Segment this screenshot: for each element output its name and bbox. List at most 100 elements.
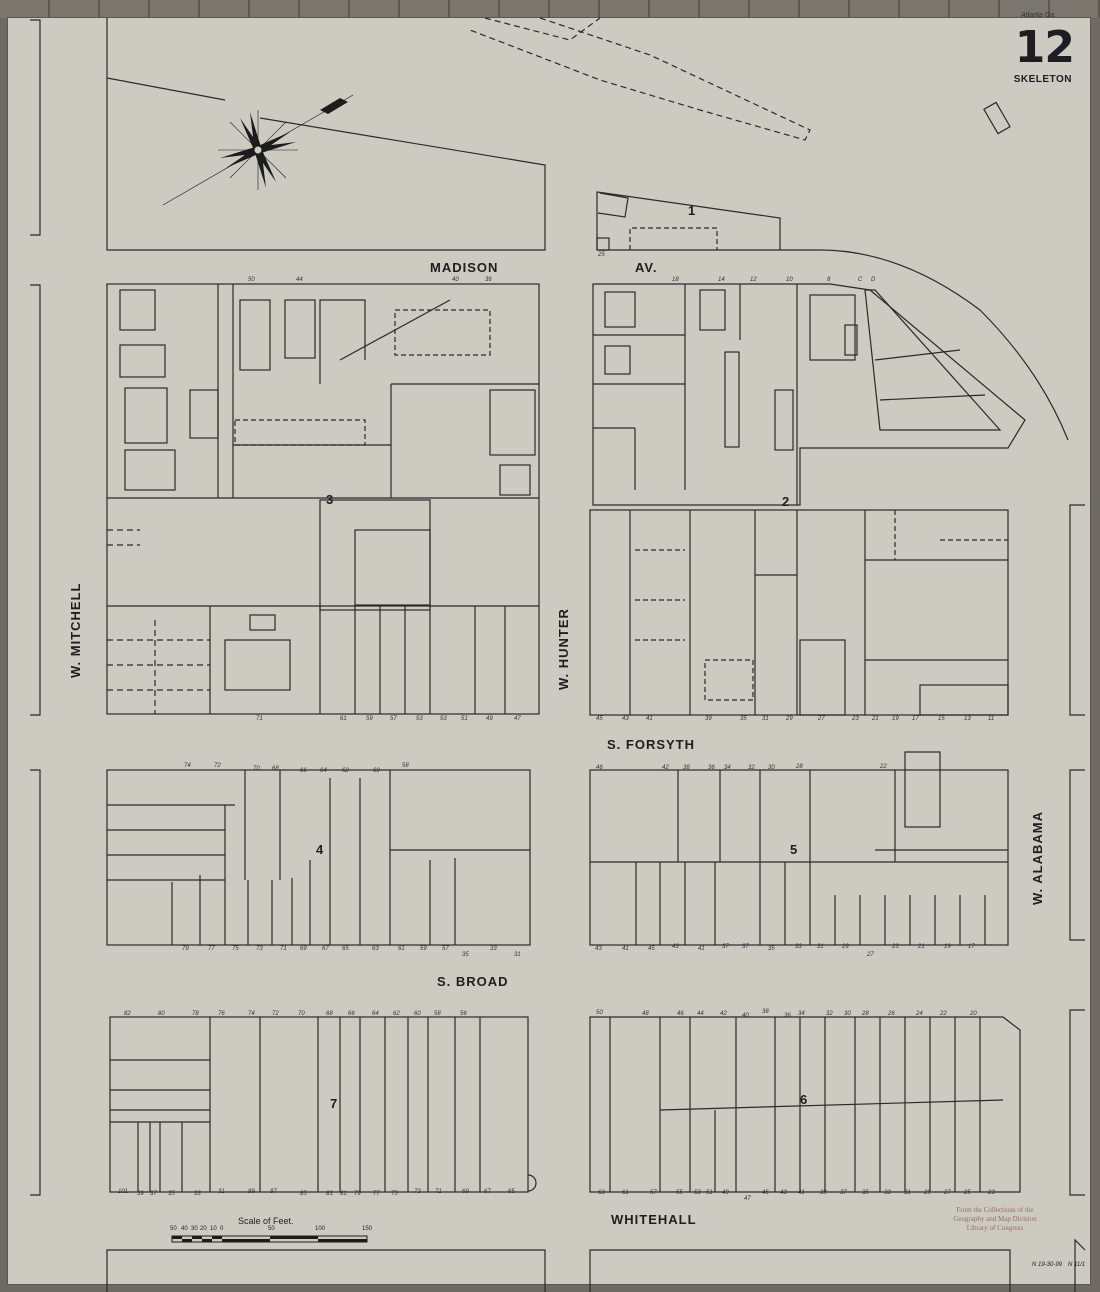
lot-number: 71 (435, 1189, 442, 1195)
lot-number: 87 (270, 1189, 277, 1195)
lot-number: 58 (402, 763, 409, 769)
lot-number: 55 (676, 1190, 683, 1196)
lot-number: 45 (596, 716, 603, 722)
lot-number: 43 (672, 944, 679, 950)
lot-number: 60 (414, 1011, 421, 1017)
scale-tick: 40 (181, 1226, 188, 1232)
street-w-mitchell: W. MITCHELL (68, 582, 83, 679)
lot-number: 17 (968, 944, 975, 950)
lot-number: 23 (988, 1190, 995, 1196)
lot-number: 37 (742, 944, 749, 950)
lot-number: 11 (988, 716, 995, 722)
block-number-7: 7 (330, 1096, 338, 1111)
street-s-broad: S. BROAD (437, 974, 509, 989)
lot-number: 62 (393, 1011, 400, 1017)
corner-note-right: N 11/1 (1068, 1262, 1086, 1268)
lot-number: 67 (484, 1189, 491, 1195)
lot-number: 34 (724, 765, 731, 771)
lot-number: 35 (768, 946, 775, 952)
lot-number: 44 (296, 277, 303, 283)
lot-number: 51 (706, 1190, 713, 1196)
lot-number: 81 (340, 1191, 347, 1197)
lot-number: 65 (508, 1189, 515, 1195)
lot-number: 41 (698, 946, 705, 952)
lot-number: 75 (232, 946, 239, 952)
lot-number: 37 (150, 1191, 157, 1197)
compass-rose-icon (162, 94, 354, 206)
backing-board (0, 0, 1100, 18)
scale-tick: 10 (210, 1226, 217, 1232)
lot-number: 19 (892, 716, 899, 722)
lot-number: 33 (795, 944, 802, 950)
lot-number: 42 (720, 1011, 727, 1017)
lot-number: 33 (490, 946, 497, 952)
lot-number: 70 (298, 1011, 305, 1017)
lot-number: 77 (373, 1191, 380, 1197)
lot-number: 40 (742, 1013, 749, 1019)
atlas-note: Atlanta Ga. (1020, 12, 1056, 19)
lot-number: 31 (817, 944, 824, 950)
stamp-line-2: Geography and Map Division (953, 1215, 1037, 1223)
lot-number: 51 (461, 716, 468, 722)
lot-number: 74 (248, 1011, 255, 1017)
lot-number: 30 (768, 765, 775, 771)
lot-number: 70 (253, 766, 260, 772)
lot-number: 60 (373, 768, 380, 774)
lot-number: 31 (218, 1189, 225, 1195)
lot-number: 77 (208, 946, 215, 952)
lot-number: 25 (598, 252, 605, 258)
lot-number: 39 (705, 716, 712, 722)
lot-number: 80 (158, 1011, 165, 1017)
lot-number: 64 (372, 1011, 379, 1017)
street-w-alabama: W. ALABAMA (1030, 810, 1045, 905)
lot-number: 25 (964, 1190, 971, 1196)
map-sheet (8, 18, 1090, 1284)
lot-number: 36 (708, 765, 715, 771)
lot-number: 37 (722, 944, 729, 950)
lot-number: C (858, 277, 863, 283)
lot-number: 43 (622, 716, 629, 722)
stamp-line-1: From the Collections of the (956, 1206, 1034, 1214)
w-mitchell-left-block-edge (30, 19, 41, 236)
lot-number: 31 (514, 952, 521, 958)
lot-number: 64 (320, 768, 327, 774)
lot-number: 46 (596, 765, 603, 771)
lot-number: 63 (598, 1190, 605, 1196)
lot-number: 29 (842, 944, 849, 950)
sheet-number: 12 (1014, 22, 1075, 73)
block-number-4: 4 (316, 842, 324, 857)
lot-number: 63 (372, 946, 379, 952)
lot-number: 43 (595, 946, 602, 952)
lot-number: 83 (326, 1191, 333, 1197)
lot-number: 53 (694, 1190, 701, 1196)
lot-number: 50 (596, 1010, 603, 1016)
scale-tick: 0 (220, 1226, 224, 1232)
lot-number: 27 (818, 716, 825, 722)
lot-number: 73 (256, 946, 263, 952)
sheet-name: SKELETON (1013, 74, 1072, 85)
block-number-2: 2 (782, 494, 790, 509)
lot-number: 75 (391, 1191, 398, 1197)
lot-number: 46 (677, 1011, 684, 1017)
lot-number: 41 (798, 1190, 805, 1196)
lot-number: 30 (844, 1011, 851, 1017)
lot-number: 43 (780, 1190, 787, 1196)
lot-number: 32 (826, 1011, 833, 1017)
scale-bar (171, 1235, 368, 1243)
lot-number: 34 (798, 1011, 805, 1017)
lot-number: 59 (366, 716, 373, 722)
lot-number: 89 (248, 1189, 255, 1195)
lot-number: 45 (762, 1190, 769, 1196)
lot-number: 32 (748, 765, 755, 771)
lot-number: 14 (718, 277, 725, 283)
street-w-hunter: W. HUNTER (556, 608, 571, 690)
lot-number: 57 (442, 946, 449, 952)
block-6-outline (589, 1016, 1021, 1193)
lot-number: 29 (924, 1190, 931, 1196)
lot-number: 33 (884, 1190, 891, 1196)
lot-number: 69 (462, 1189, 469, 1195)
lot-number: 71 (280, 946, 287, 952)
lot-number: 23 (892, 944, 899, 950)
scale-tick: 50 (268, 1226, 275, 1232)
lot-number: 10 (786, 277, 793, 283)
